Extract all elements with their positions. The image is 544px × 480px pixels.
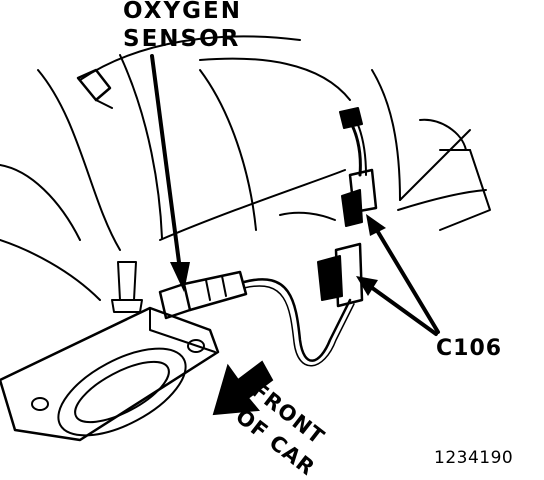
engine-outline (279, 211, 336, 221)
bolt-hole (31, 397, 49, 411)
engine-outline (79, 35, 301, 81)
fitting (95, 99, 113, 109)
c106-arrowhead-lower (356, 276, 378, 296)
oxygen-sensor-arrow (150, 54, 182, 272)
sensor-wire (243, 285, 355, 367)
c106-arrowhead-upper (366, 214, 386, 236)
connector-upper (341, 189, 363, 227)
oxygen-sensor-label-line1: OXYGEN (123, 0, 242, 24)
engine-outline (399, 129, 471, 201)
engine-outline (0, 239, 101, 301)
exhaust-flange (149, 307, 216, 353)
bracket (397, 189, 487, 211)
engine-outline (199, 69, 257, 231)
fitting (76, 68, 112, 102)
oxygen-sensor-arrowhead (170, 262, 190, 292)
bolt-hole (187, 339, 205, 353)
stud-bolt (117, 261, 137, 301)
exhaust-opening (57, 347, 187, 437)
engine-outline (371, 69, 401, 201)
engine-outline (419, 118, 467, 151)
sensor-wire (242, 278, 352, 362)
sensor-body (221, 275, 227, 297)
engine-outline (0, 164, 81, 241)
engine-outline (119, 54, 163, 239)
c106-arrow-lower (362, 280, 438, 336)
c106-arrow-upper (370, 220, 440, 334)
engine-outline (199, 57, 351, 101)
connector-lower (317, 255, 343, 301)
engine-outline (439, 149, 491, 231)
oxygen-sensor-label-line2: SENSOR (123, 26, 241, 52)
sensor-body (182, 270, 248, 312)
front-arrow (212, 360, 274, 416)
leader-arrows (150, 54, 440, 336)
sensor-body (205, 279, 211, 301)
engine-outline (37, 69, 121, 251)
sensor-body (158, 282, 192, 320)
stud-bolt (111, 299, 143, 313)
harness-wire (339, 107, 363, 129)
connector-label: C106 (436, 336, 503, 361)
exhaust-opening-inner (74, 360, 170, 424)
figure-id: 1234190 (434, 448, 514, 468)
engine-outline (159, 169, 346, 241)
